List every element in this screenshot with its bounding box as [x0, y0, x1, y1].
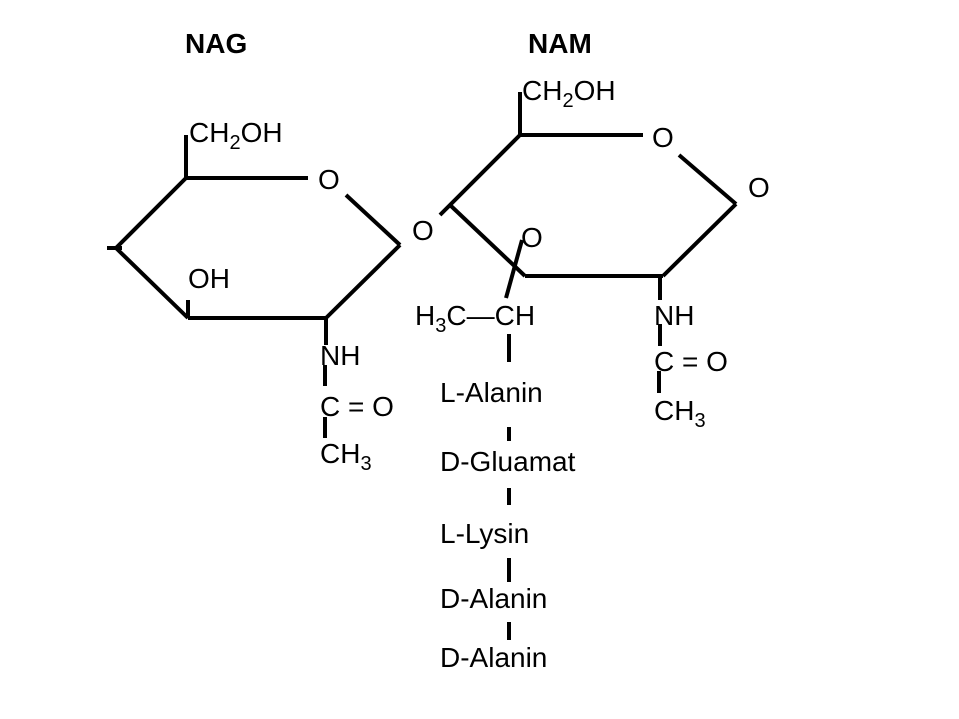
glycosidic-oxygen: O [412, 215, 434, 246]
nag-ring [107, 135, 402, 438]
nam-nh-label: NH [654, 300, 694, 331]
nam-title: NAM [528, 28, 592, 59]
peptide-residue-4: D-Alanin [440, 583, 547, 614]
nag-methyl-label: CH3 [320, 438, 372, 475]
nag-bond-c4-c3 [114, 246, 190, 320]
nam-bond-c5-c4 [438, 133, 522, 217]
nag-nh-label: NH [320, 340, 360, 371]
peptide-residue-1: L-Alanin [440, 377, 543, 408]
nam-ch2oh-label: CH2OH [522, 75, 616, 112]
nam-bond-o-c1 [677, 153, 738, 206]
nam-ether-oxygen: O [521, 222, 543, 253]
nam-bond-c4-c3 [448, 203, 527, 278]
nam-lactyl-label: H3C—CH [415, 300, 535, 337]
nam-carbonyl-label: C = O [654, 346, 728, 377]
nag-bond-c2-c1 [324, 243, 402, 320]
peptide-residue-3: L-Lysin [440, 518, 529, 549]
nag-ring-oxygen: O [318, 164, 340, 195]
nag-title: NAG [185, 28, 247, 59]
peptide-residue-2: D-Gluamat [440, 446, 576, 477]
nam-ring-oxygen: O [652, 122, 674, 153]
nam-anomeric-oxygen: O [748, 172, 770, 203]
nam-ring [438, 92, 738, 393]
nag-bond-c5-c4 [114, 176, 188, 250]
nag-ch2oh-label: CH2OH [189, 117, 283, 154]
peptide-residue-5: D-Alanin [440, 642, 547, 673]
nag-oh-label: OH [188, 263, 230, 294]
nam-methyl-label: CH3 [654, 395, 706, 432]
nag-bond-o-c1 [344, 193, 402, 247]
nag-carbonyl-label: C = O [320, 391, 394, 422]
nam-bond-c2-c1 [661, 202, 738, 278]
nam-bond-ether [504, 239, 524, 299]
